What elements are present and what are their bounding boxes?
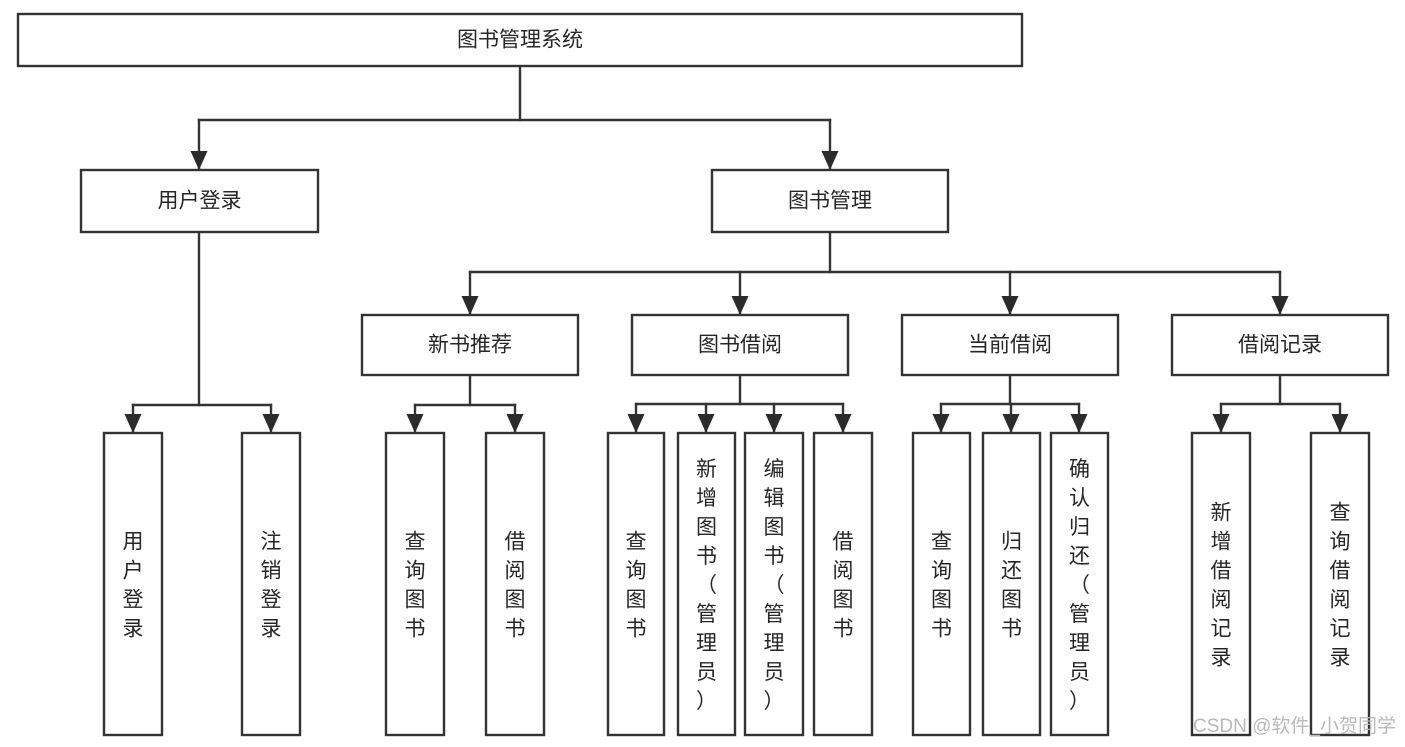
node-leaf-8-查询图书[interactable]	[911, 431, 972, 737]
arrow-head-root-1	[821, 151, 839, 170]
node-leaf-10-确认归还管理员[interactable]	[1049, 431, 1110, 737]
node-level3-新书推荐[interactable]	[360, 313, 580, 377]
node-leaf-2-查询图书[interactable]	[384, 431, 446, 737]
arrow-head-l3-1-2	[765, 414, 783, 433]
arrow-head-l3-2-1	[1002, 414, 1020, 433]
node-leaf-label-7: 借阅图书	[833, 531, 854, 641]
node-leaf-5-新增图书管理员[interactable]	[676, 431, 737, 737]
node-level3-label-0: 新书推荐	[428, 334, 512, 357]
node-level3-当前借阅[interactable]	[900, 313, 1120, 377]
node-leaf-0-用户登录[interactable]	[102, 431, 164, 737]
node-leaf-7-借阅图书[interactable]	[812, 431, 874, 737]
node-level2-label-1: 图书管理	[788, 190, 872, 213]
arrow-head-l3-1-3	[834, 414, 852, 433]
node-layer: 图书管理系统用户登录图书管理新书推荐图书借阅当前借阅借阅记录用户登录注销登录查询…	[16, 12, 1390, 737]
arrow-head-manage-3	[1271, 296, 1289, 315]
node-leaf-1-注销登录[interactable]	[240, 431, 302, 737]
node-leaf-label-8: 查询图书	[931, 531, 952, 641]
node-level3-label-1: 图书借阅	[698, 334, 782, 357]
node-leaf-label-0: 用户登录	[123, 531, 144, 641]
arrow-head-l3-2-2	[1070, 414, 1088, 433]
node-leaf-label-3: 借阅图书	[505, 531, 526, 641]
arrow-head-root-0	[190, 151, 208, 170]
node-leaf-label-5: 新增图书（管理员）	[696, 458, 717, 713]
node-leaf-label-1: 注销登录	[261, 531, 282, 641]
node-level2-图书管理[interactable]	[710, 168, 950, 234]
node-root-label: 图书管理系统	[457, 29, 583, 52]
arrow-head-l3-1-1	[697, 414, 715, 433]
node-leaf-6-编辑图书管理员[interactable]	[743, 431, 805, 737]
node-leaf-9-归还图书[interactable]	[981, 431, 1042, 737]
arrow-head-l3-0-0	[406, 414, 424, 433]
node-leaf-12-查询借阅记录[interactable]	[1309, 431, 1371, 737]
node-leaf-11-新增借阅记录[interactable]	[1190, 431, 1252, 737]
node-level3-label-2: 当前借阅	[968, 334, 1052, 357]
arrow-head-login-0	[124, 414, 142, 433]
node-level3-label-3: 借阅记录	[1238, 334, 1322, 357]
node-root-图书管理系统[interactable]	[16, 12, 1024, 68]
arrow-head-login-1	[262, 414, 280, 433]
arrow-head-l3-3-0	[1212, 414, 1230, 433]
node-leaf-label-2: 查询图书	[405, 531, 426, 641]
node-level3-借阅记录[interactable]	[1170, 313, 1390, 377]
csdn-watermark: CSDN @软件_小贺同学	[1193, 715, 1396, 737]
node-level2-label-0: 用户登录	[158, 190, 242, 213]
node-leaf-3-借阅图书[interactable]	[484, 431, 546, 737]
node-leaf-label-4: 查询图书	[626, 531, 647, 641]
connector-layer	[124, 64, 1349, 434]
node-leaf-label-6: 编辑图书（管理员）	[764, 458, 785, 713]
arrow-head-l3-3-1	[1331, 414, 1349, 433]
node-leaf-4-查询图书[interactable]	[606, 431, 666, 737]
node-leaf-label-10: 确认归还（管理员）	[1069, 458, 1090, 713]
node-level2-用户登录[interactable]	[79, 168, 320, 234]
arrow-head-manage-0	[461, 296, 479, 315]
arrow-head-l3-2-0	[932, 414, 950, 433]
node-leaf-label-11: 新增借阅记录	[1211, 502, 1232, 670]
node-leaf-label-12: 查询借阅记录	[1330, 502, 1351, 670]
arrow-head-l3-0-1	[506, 414, 524, 433]
arrow-head-l3-1-0	[627, 414, 645, 433]
node-level3-图书借阅[interactable]	[630, 313, 850, 377]
node-leaf-label-9: 归还图书	[1001, 531, 1022, 641]
arrow-head-manage-2	[1001, 296, 1019, 315]
arrow-head-manage-1	[731, 296, 749, 315]
